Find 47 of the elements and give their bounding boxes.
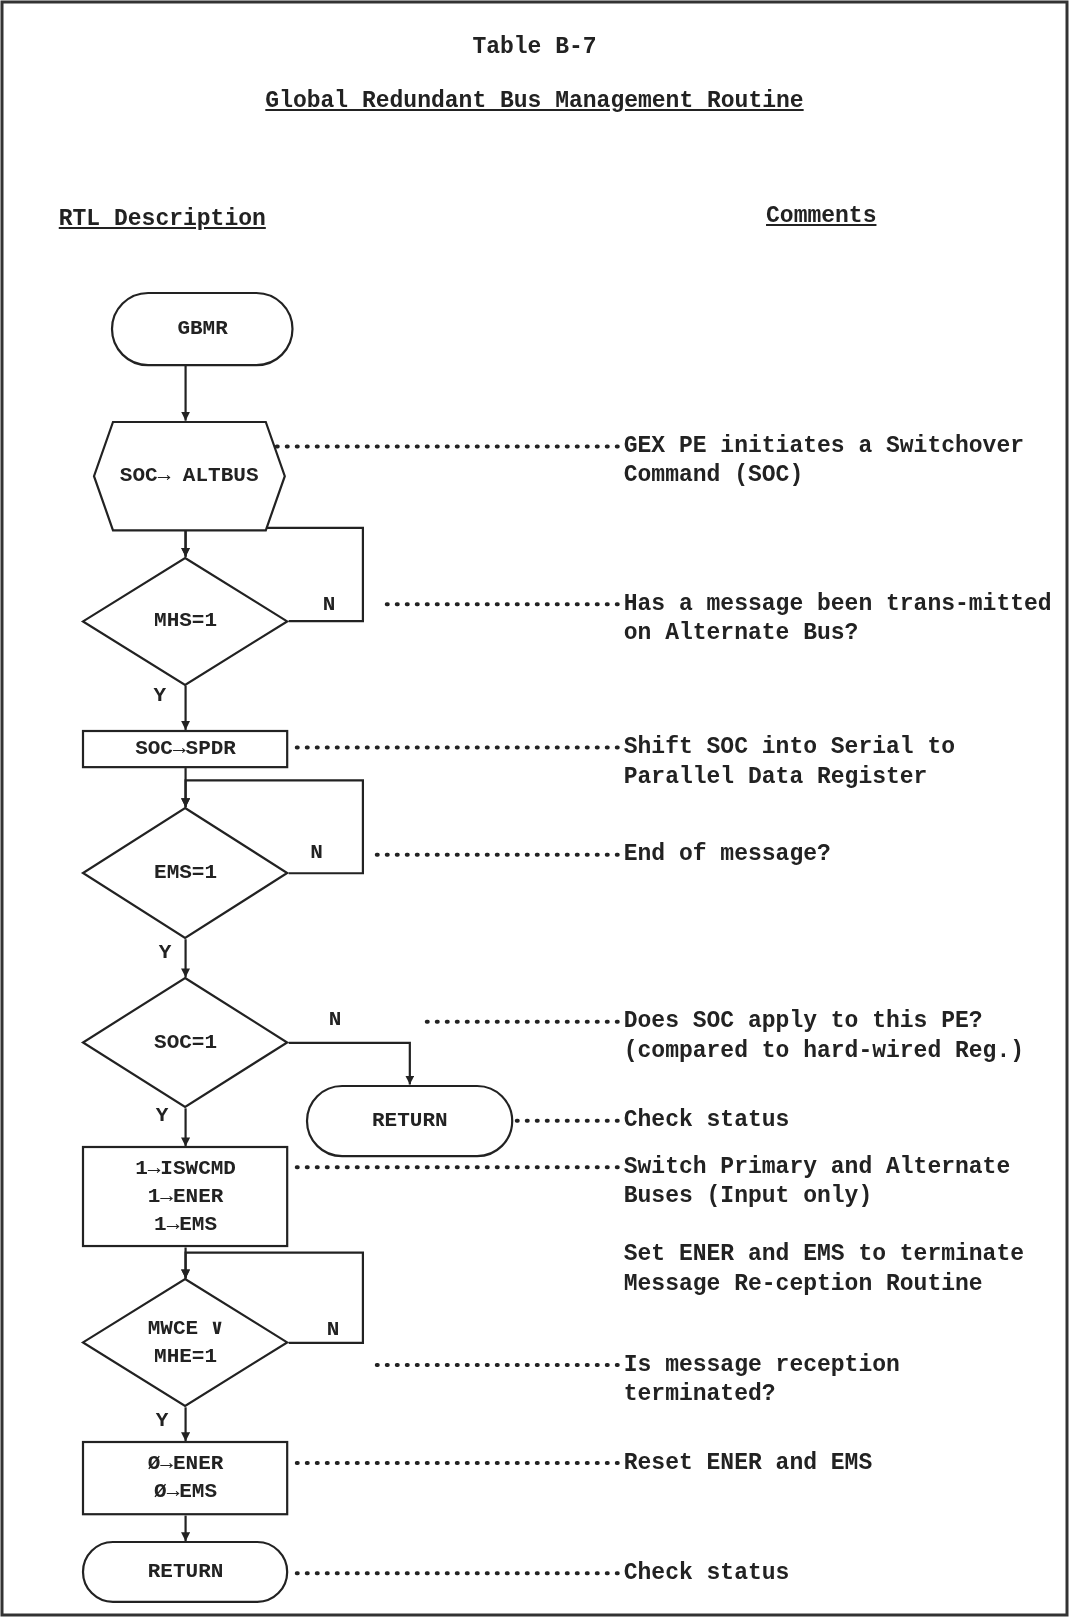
table-number: Table B-7 — [471, 33, 598, 62]
node-label: SOC→ ALTBUS — [119, 462, 259, 489]
node-label: 1→EMS — [154, 1212, 218, 1238]
node-label: MWCE ∨ MHE=1 — [146, 1315, 225, 1370]
preparation-hexagon — [92, 420, 286, 531]
arrow — [181, 1108, 191, 1147]
comment-text: Check status — [623, 1106, 1065, 1136]
comment-text: Shift SOC into Serial to Parallel Data Register — [623, 733, 1065, 793]
comment-text: GEX PE initiates a Switchover Command (SOC) — [623, 432, 1065, 491]
node-label: RETURN — [372, 1107, 448, 1134]
decision-diamond — [82, 1278, 289, 1408]
comment-text: Reset ENER and EMS — [623, 1448, 1065, 1479]
node-label: SOC=1 — [154, 1029, 218, 1056]
column-heading: Comments — [766, 202, 877, 232]
arrow — [181, 366, 191, 421]
arrow — [181, 1407, 191, 1442]
process-box — [82, 1441, 289, 1516]
node-label: Ø→ENER — [147, 1451, 224, 1478]
terminal-shape — [82, 1541, 289, 1604]
arrow — [181, 1515, 191, 1542]
column-heading: RTL Description — [58, 205, 266, 235]
arrow — [288, 1041, 415, 1085]
node-label: 1→ENER — [147, 1184, 224, 1210]
node-label: GBMR — [177, 315, 228, 342]
arrow — [181, 939, 191, 978]
node-label: MHS=1 — [154, 608, 218, 635]
decision-diamond — [82, 977, 289, 1109]
arrow — [181, 779, 364, 875]
node-label: EMS=1 — [154, 860, 218, 887]
node-label: Ø→EMS — [154, 1479, 218, 1506]
node-label: SOC→SPDR — [135, 736, 236, 762]
decision-diamond — [82, 556, 289, 686]
comment-text: Does SOC apply to this PE? (compared to hard-wired Reg.) — [623, 1007, 1065, 1067]
comment-text: Check status — [623, 1558, 1065, 1589]
process-box — [82, 1146, 289, 1248]
node-label: 1→ISWCMD — [135, 1156, 236, 1182]
heading: Global Redundant Bus Management Routine — [264, 86, 805, 116]
node-label: RETURN — [147, 1559, 224, 1586]
comment-text: Has a message been trans-mitted on Alternate Bus? — [623, 589, 1065, 649]
comment-text: End of message? — [623, 840, 1065, 870]
comment-text: Is message reception terminated? — [623, 1350, 1065, 1410]
comment-text: Set ENER and EMS to terminate Message Re-ception Routine — [623, 1240, 1025, 1299]
process-box — [82, 729, 289, 769]
arrow — [181, 1251, 364, 1344]
arrow — [181, 685, 191, 730]
comment-text: Switch Primary and Alternate Buses (Input only) — [623, 1152, 1065, 1212]
decision-diamond — [82, 807, 289, 940]
